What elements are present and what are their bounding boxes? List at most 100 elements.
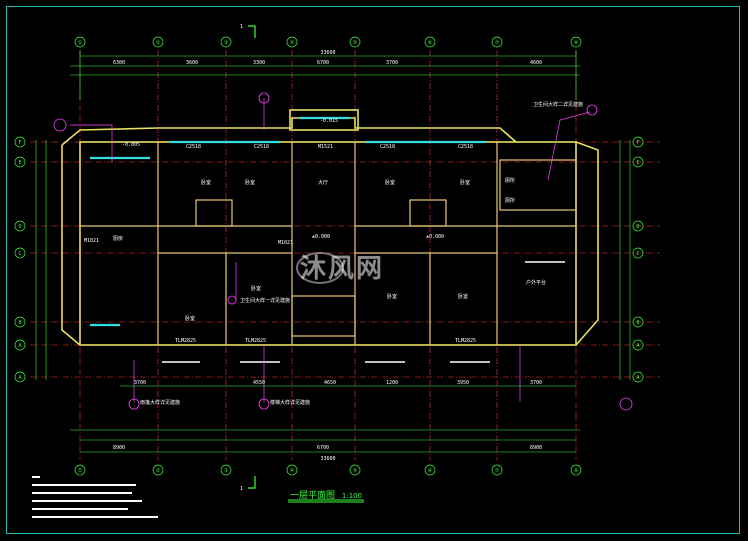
- dim-bottom-1: 3700: [134, 380, 146, 386]
- drawing-frame: [6, 6, 740, 534]
- grid-col-7-bottom: ⑦: [495, 468, 500, 474]
- grid-labels-top: ① ② ③ ④ ⑤ ⑥ ⑦ ⑧: [78, 40, 579, 46]
- title-underline: [288, 499, 364, 503]
- grid-row-f-left: F: [18, 140, 21, 146]
- dim-bottom-4: 1200: [386, 380, 398, 386]
- room-bedroom-3: 卧室: [460, 179, 470, 186]
- drawing-title-text: 一层平面图: [290, 491, 336, 501]
- note-toilet-detail-2: 卫生间大样二详见建施: [533, 101, 583, 108]
- dim-bottom-6: 3700: [530, 380, 542, 386]
- annotation-labels: ±0.000 ±0.000 -0.015 -0.005 M1521 M1021 …: [84, 101, 583, 406]
- grid-labels-right: F E D C B A A: [636, 140, 639, 381]
- dim-bottom-3: 4650: [324, 380, 336, 386]
- grid-col-2-bottom: ②: [156, 468, 161, 474]
- grid-row-f-right: F: [636, 140, 639, 146]
- room-kitchen-1: 厨房: [113, 235, 123, 242]
- grid-col-8-bottom: ⑧: [574, 468, 579, 474]
- dim-bottom-5: 3950: [457, 380, 469, 386]
- section-mark-label-top: 1: [240, 24, 243, 30]
- dimension-text: 33600 6300 3600 3300 6700 3700 4600 3700…: [113, 50, 542, 462]
- dim-top-3: 3300: [253, 60, 265, 66]
- drawing-scale: 1:100: [341, 492, 363, 500]
- grid-row-b-left: B: [18, 320, 21, 326]
- dim-top-2: 3600: [186, 60, 198, 66]
- detail-callouts: [53, 92, 633, 411]
- grid-col-1-top: ①: [78, 40, 83, 46]
- section-mark-top: [248, 25, 256, 38]
- grid-col-6-top: ⑥: [428, 40, 433, 46]
- room-bedroom-5: 卧室: [251, 285, 261, 292]
- room-bedroom-6: 卧室: [185, 315, 195, 322]
- dim-bottom-2: 4550: [253, 380, 265, 386]
- walls-interior: [80, 142, 577, 345]
- grid-row-d-right: D: [636, 224, 639, 230]
- grid-row-a2-right: A: [636, 375, 639, 381]
- dim-span-2: 6700: [317, 445, 329, 451]
- grid-col-5-bottom: ⑤: [353, 468, 358, 474]
- dimension-lines-sides: [35, 140, 631, 380]
- grid-col-8-top: ⑧: [574, 40, 579, 46]
- grid-col-5-top: ⑤: [353, 40, 358, 46]
- section-mark-bottom: [248, 476, 256, 489]
- dim-top-6: 4600: [530, 60, 542, 66]
- room-bedroom-2: 卧室: [385, 179, 395, 186]
- grid-row-e-left: E: [18, 160, 21, 166]
- note-stair-detail: 楼梯大样详见建施: [270, 399, 310, 406]
- watermark-logo-icon: [296, 252, 344, 284]
- grid-col-1-bottom: ①: [78, 468, 83, 474]
- door-m1021-a: M1021: [84, 238, 99, 244]
- elevation-4: -0.005: [122, 142, 140, 148]
- room-labels: 卧室 大厅 卧室 卧室 卧室 厨房 卧室 卧室 卧室 卧室 厕所 厕所 户外平台: [113, 177, 546, 322]
- window-c2518-2: C2518: [254, 144, 269, 150]
- grid-labels-bottom: ① ② ③ ④ ⑤ ⑥ ⑦ ⑧: [78, 468, 579, 474]
- section-mark-label-bottom: 1: [240, 486, 243, 492]
- grid-col-4-top: ④: [290, 40, 295, 46]
- grid-col-7-top: ⑦: [495, 40, 500, 46]
- window-c2518-4: C2518: [458, 144, 473, 150]
- grid-col-4-bottom: ④: [290, 468, 295, 474]
- grid-row-d-left: D: [18, 224, 21, 230]
- grid-row-a-left: A: [18, 343, 21, 349]
- grid-col-3-top: ③: [224, 40, 229, 46]
- door-m1521: M1521: [318, 144, 333, 150]
- grid-labels-left: F E D C B A A: [18, 140, 21, 381]
- elevation-3: -0.015: [320, 118, 338, 124]
- grid-bubbles-right: [632, 136, 644, 383]
- dim-top-1: 6300: [113, 60, 125, 66]
- grid-col-2-top: ②: [156, 40, 161, 46]
- grid-row-c-right: C: [636, 251, 639, 257]
- dim-overall-bottom: 33600: [320, 456, 335, 462]
- drawing-title: 一层平面图 1:100: [290, 488, 362, 501]
- window-tlm2825-2: TLM2825: [245, 338, 266, 344]
- window-c2518-3: C2518: [380, 144, 395, 150]
- room-toilet-1: 厕所: [505, 177, 515, 184]
- dim-span-3: 8900: [530, 445, 542, 451]
- room-bedroom-7: 卧室: [387, 293, 397, 300]
- windows: [90, 116, 485, 327]
- grid-col-3-bottom: ③: [224, 468, 229, 474]
- note-canopy-detail: 雨篷大样详见建施: [140, 399, 180, 406]
- grid-col-6-bottom: ⑥: [428, 468, 433, 474]
- walls-outer: [61, 109, 599, 346]
- window-tlm2825-1: TLM2825: [175, 338, 196, 344]
- room-activity: 户外平台: [526, 279, 546, 286]
- dimension-lines-top: [70, 50, 580, 100]
- dim-top-5: 3700: [386, 60, 398, 66]
- note-toilet-detail-1: 卫生间大样一详见建施: [240, 297, 290, 304]
- grid-row-a2-left: A: [18, 375, 21, 381]
- elevation-1: ±0.000: [312, 234, 330, 240]
- room-bedroom-8: 卧室: [458, 293, 468, 300]
- room-bedroom-4: 卧室: [245, 179, 255, 186]
- dim-span-1: 8900: [113, 445, 125, 451]
- room-toilet-2: 厕所: [505, 197, 515, 204]
- grid-row-c-left: C: [18, 251, 21, 257]
- elevation-2: ±0.000: [426, 234, 444, 240]
- notes-block: [32, 476, 158, 518]
- dim-overall-top: 33600: [320, 50, 335, 56]
- room-living-1: 大厅: [318, 179, 328, 186]
- dimension-lines-bottom: [70, 385, 580, 453]
- watermark: 沐风网: [300, 254, 385, 284]
- grid-bubbles-top: [74, 36, 582, 48]
- leader-lines: [70, 98, 591, 402]
